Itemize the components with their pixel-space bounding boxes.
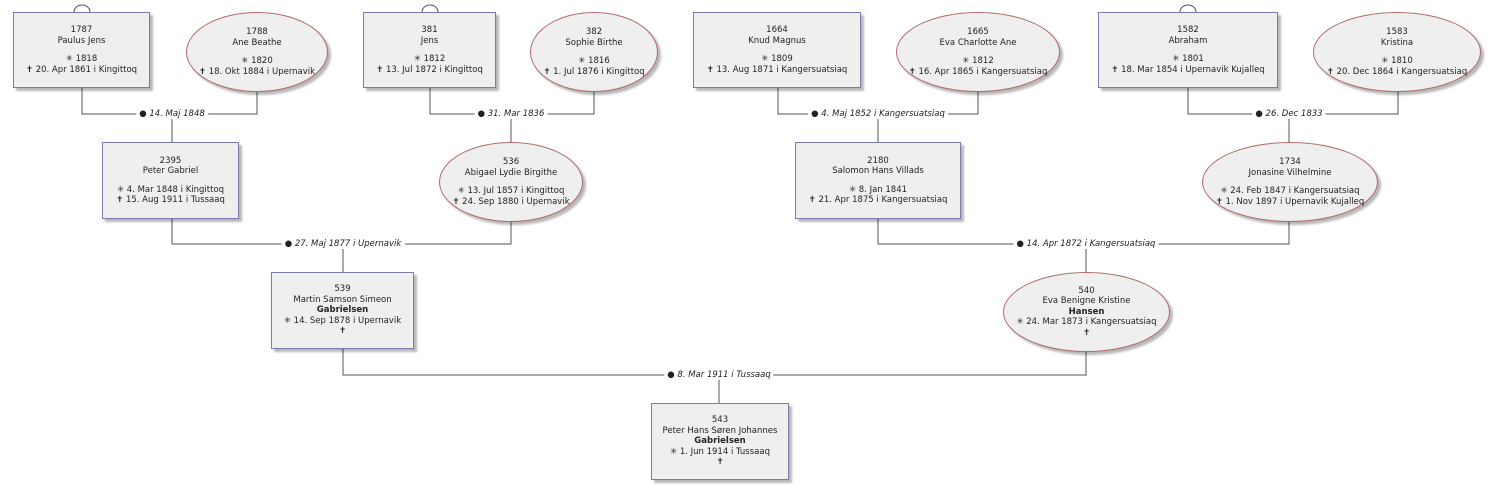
death-info: ✝ 13. Aug 1871 i Kangersuatsiaq <box>706 64 848 75</box>
birth-info: ✳ 1812 <box>413 54 446 64</box>
person-name: Ane Beathe <box>232 37 282 48</box>
birth-info: ✳ 1820 <box>241 56 273 66</box>
person-card-536[interactable]: 536 Abigael Lydie Birgithe ✳ 13. Jul 185… <box>439 142 583 222</box>
birth-info: ✳ 1. Jun 1914 i Tussaaq <box>670 446 770 457</box>
person-surname: Gabrielsen <box>694 436 746 447</box>
person-card-1788[interactable]: 1788 Ane Beathe ✳ 1820 ✝ 18. Okt 1884 i … <box>186 12 328 92</box>
death-info: ✝ 1. Nov 1897 i Upernavik Kujalleq <box>1215 196 1365 207</box>
person-id: 2180 <box>867 155 889 166</box>
person-id: 536 <box>502 157 520 167</box>
person-id: 1665 <box>967 27 989 37</box>
marriage-label: ● 14. Maj 1848 <box>136 109 208 119</box>
person-surname: Hansen <box>1068 306 1105 317</box>
person-name: Martin Samson Simeon <box>293 294 392 305</box>
birth-info: ✳ 1816 <box>578 56 610 66</box>
person-id: 382 <box>585 27 603 37</box>
person-card-1664[interactable]: 1664 Knud Magnus ✳ 1809 ✝ 13. Aug 1871 i… <box>693 12 861 88</box>
person-card-540[interactable]: 540 Eva Benigne Kristine Hansen ✳ 24. Ma… <box>1003 272 1170 352</box>
person-card-1583[interactable]: 1583 Kristina ✳ 1810 ✝ 20. Dec 1864 i Ka… <box>1313 12 1481 92</box>
death-info: ✝ <box>716 457 724 468</box>
person-name: Abigael Lydie Birgithe <box>464 167 558 178</box>
death-info: ✝ 24. Sep 1880 i Upernavik <box>452 196 570 207</box>
marriage-label: ● 4. Maj 1852 i Kangersuatsiaq <box>808 109 948 119</box>
marriage-label: ● 27. Maj 1877 i Upernavik <box>281 239 405 249</box>
death-info: ✝ 13. Jul 1872 i Kingittoq <box>376 64 483 75</box>
person-card-543[interactable]: 543 Peter Hans Søren Johannes Gabrielsen… <box>651 403 789 480</box>
birth-info: ✳ 24. Feb 1847 i Kangersuatsiaq <box>1220 186 1360 196</box>
person-name: Jonasine Vilhelmine <box>1248 167 1332 178</box>
birth-info: ✳ 1809 <box>761 54 793 64</box>
person-id: 539 <box>334 284 351 295</box>
person-name: Peter Hans Søren Johannes <box>662 425 778 436</box>
marriage-label: ● 8. Mar 1911 i Tussaaq <box>664 370 774 380</box>
death-info: ✝ 1. Jul 1876 i Kingittoq <box>543 66 645 77</box>
person-card-381[interactable]: 381 Jens ✳ 1812 ✝ 13. Jul 1872 i Kingitt… <box>363 12 496 88</box>
person-name: Peter Gabriel <box>142 166 199 176</box>
person-id: 540 <box>1078 285 1095 296</box>
birth-info: ✳ 1801 <box>1172 54 1204 64</box>
person-name: Eva Charlotte Ane <box>939 37 1017 48</box>
person-id: 2395 <box>159 155 182 166</box>
death-info: ✝ <box>338 326 347 337</box>
person-name: Jens <box>420 35 439 46</box>
birth-info: ✳ 8. Jan 1841 <box>848 184 908 195</box>
person-card-2395[interactable]: 2395 Peter Gabriel ✳ 4. Mar 1848 i Kingi… <box>102 142 239 219</box>
person-name: Eva Benigne Kristine <box>1042 296 1131 307</box>
person-name: Kristina <box>1380 37 1414 48</box>
person-card-539[interactable]: 539 Martin Samson Simeon Gabrielsen ✳ 14… <box>271 272 414 349</box>
person-id: 1582 <box>1177 25 1199 35</box>
person-card-1787[interactable]: 1787 Paulus Jens ✳ 1818 ✝ 20. Apr 1861 i… <box>13 12 150 88</box>
person-id: 1787 <box>70 25 93 35</box>
marriage-label: ● 31. Mar 1836 <box>474 109 548 119</box>
person-name: Sophie Birthe <box>565 37 623 48</box>
birth-info: ✳ 13. Jul 1857 i Kingittoq <box>457 186 565 196</box>
death-info: ✝ 15. Aug 1911 i Tussaaq <box>116 195 225 205</box>
death-info: ✝ 18. Mar 1854 i Upernavik Kujalleq <box>1111 64 1265 75</box>
marriage-label: ● 14. Apr 1872 i Kangersuatsiaq <box>1013 239 1159 249</box>
person-name: Abraham <box>1168 35 1208 46</box>
person-name: Paulus Jens <box>57 35 106 46</box>
person-card-1665[interactable]: 1665 Eva Charlotte Ane ✳ 1812 ✝ 16. Apr … <box>896 12 1060 92</box>
marriage-label: ● 26. Dec 1833 <box>1252 109 1326 119</box>
person-surname: Gabrielsen <box>316 305 369 316</box>
death-info: ✝ 16. Apr 1865 i Kangersuatsiaq <box>908 66 1048 77</box>
person-id: 1664 <box>766 25 788 35</box>
person-id: 381 <box>421 25 438 35</box>
death-info: ✝ 21. Apr 1875 i Kangersuatsiaq <box>808 195 948 205</box>
birth-info: ✳ 4. Mar 1848 i Kingittoq <box>116 184 225 195</box>
death-info: ✝ 18. Okt 1884 i Upernavik <box>198 66 316 77</box>
birth-info: ✳ 24. Mar 1873 i Kangersuatsiaq <box>1016 317 1157 328</box>
person-card-1582[interactable]: 1582 Abraham ✳ 1801 ✝ 18. Mar 1854 i Upe… <box>1098 12 1278 88</box>
death-info: ✝ 20. Dec 1864 i Kangersuatsiaq <box>1326 66 1468 77</box>
person-card-1734[interactable]: 1734 Jonasine Vilhelmine ✳ 24. Feb 1847 … <box>1202 142 1378 222</box>
person-card-2180[interactable]: 2180 Salomon Hans Villads ✳ 8. Jan 1841 … <box>795 142 961 219</box>
birth-info: ✳ 1810 <box>1381 56 1413 66</box>
person-card-382[interactable]: 382 Sophie Birthe ✳ 1816 ✝ 1. Jul 1876 i… <box>530 12 658 92</box>
birth-info: ✳ 14. Sep 1878 i Upernavik <box>283 315 402 326</box>
person-id: 1734 <box>1279 157 1301 167</box>
person-id: 1583 <box>1386 27 1408 37</box>
birth-info: ✳ 1818 <box>65 54 98 64</box>
person-id: 1788 <box>246 27 268 37</box>
death-info: ✝ <box>1082 327 1091 338</box>
birth-info: ✳ 1812 <box>962 56 994 66</box>
death-info: ✝ 20. Apr 1861 i Kingittoq <box>25 64 138 75</box>
person-id: 543 <box>711 415 729 426</box>
person-name: Salomon Hans Villads <box>832 166 924 176</box>
person-name: Knud Magnus <box>748 35 806 46</box>
